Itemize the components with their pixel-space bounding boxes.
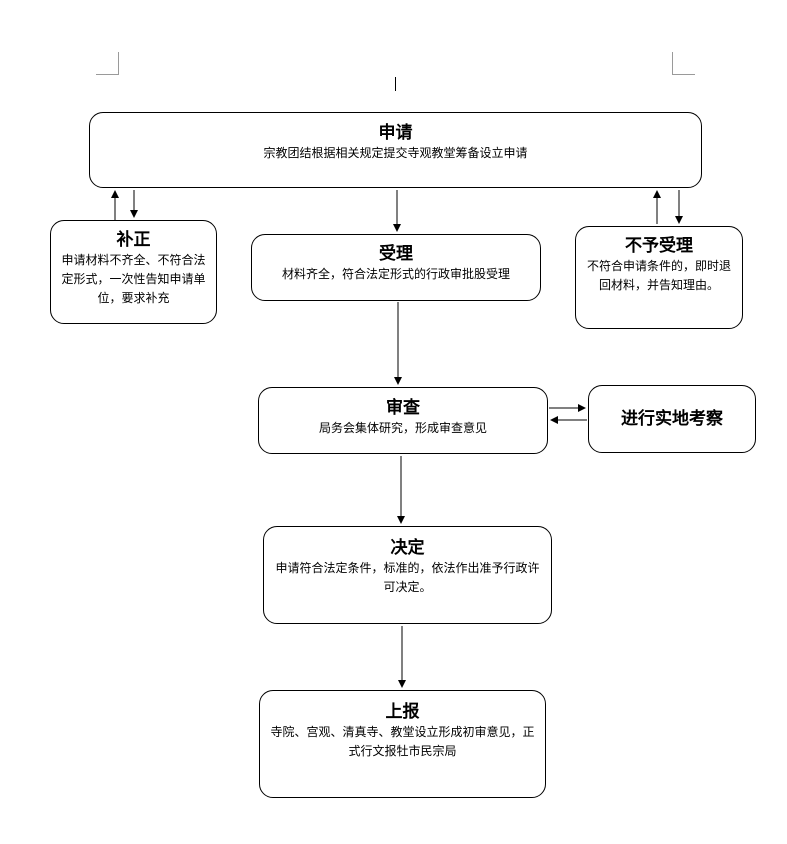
node-apply-body: 宗教团结根据相关规定提交寺观教堂筹备设立申请 [263, 146, 528, 160]
node-report-body: 寺院、宫观、清真寺、教堂设立形成初审意见，正式行文报牡市民宗局 [270, 725, 535, 758]
node-report-title: 上报 [385, 702, 420, 722]
node-supplement-body: 申请材料不齐全、不符合法定形式，一次性告知申请单位，要求补充 [61, 253, 206, 305]
node-accept: 受理 材料齐全，符合法定形式的行政审批股受理 [251, 234, 541, 301]
node-reject-body: 不符合申请条件的，即时退回材料，并告知理由。 [586, 259, 731, 292]
node-apply: 申请 宗教团结根据相关规定提交寺观教堂筹备设立申请 [89, 112, 702, 188]
page-corner-mark-left [96, 52, 119, 75]
node-review-body: 局务会集体研究，形成审查意见 [318, 421, 487, 435]
node-apply-title: 申请 [378, 123, 413, 143]
node-onsite-title: 进行实地考察 [621, 409, 723, 429]
node-review: 审查 局务会集体研究，形成审查意见 [258, 387, 548, 454]
node-onsite: 进行实地考察 [588, 385, 756, 453]
node-supplement-title: 补正 [116, 230, 151, 250]
text-cursor [395, 77, 396, 91]
node-report: 上报 寺院、宫观、清真寺、教堂设立形成初审意见，正式行文报牡市民宗局 [259, 690, 546, 798]
node-supplement: 补正 申请材料不齐全、不符合法定形式，一次性告知申请单位，要求补充 [50, 220, 217, 324]
node-decision-body: 申请符合法定条件，标准的，依法作出准予行政许可决定。 [275, 561, 540, 594]
node-accept-body: 材料齐全，符合法定形式的行政审批股受理 [281, 267, 510, 281]
page-corner-mark-right [672, 52, 695, 75]
node-decision: 决定 申请符合法定条件，标准的，依法作出准予行政许可决定。 [263, 526, 552, 624]
node-accept-title: 受理 [379, 244, 413, 264]
node-reject: 不予受理 不符合申请条件的，即时退回材料，并告知理由。 [575, 226, 743, 329]
node-reject-title: 不予受理 [625, 236, 693, 256]
node-decision-title: 决定 [390, 538, 425, 558]
node-review-title: 审查 [386, 398, 420, 418]
